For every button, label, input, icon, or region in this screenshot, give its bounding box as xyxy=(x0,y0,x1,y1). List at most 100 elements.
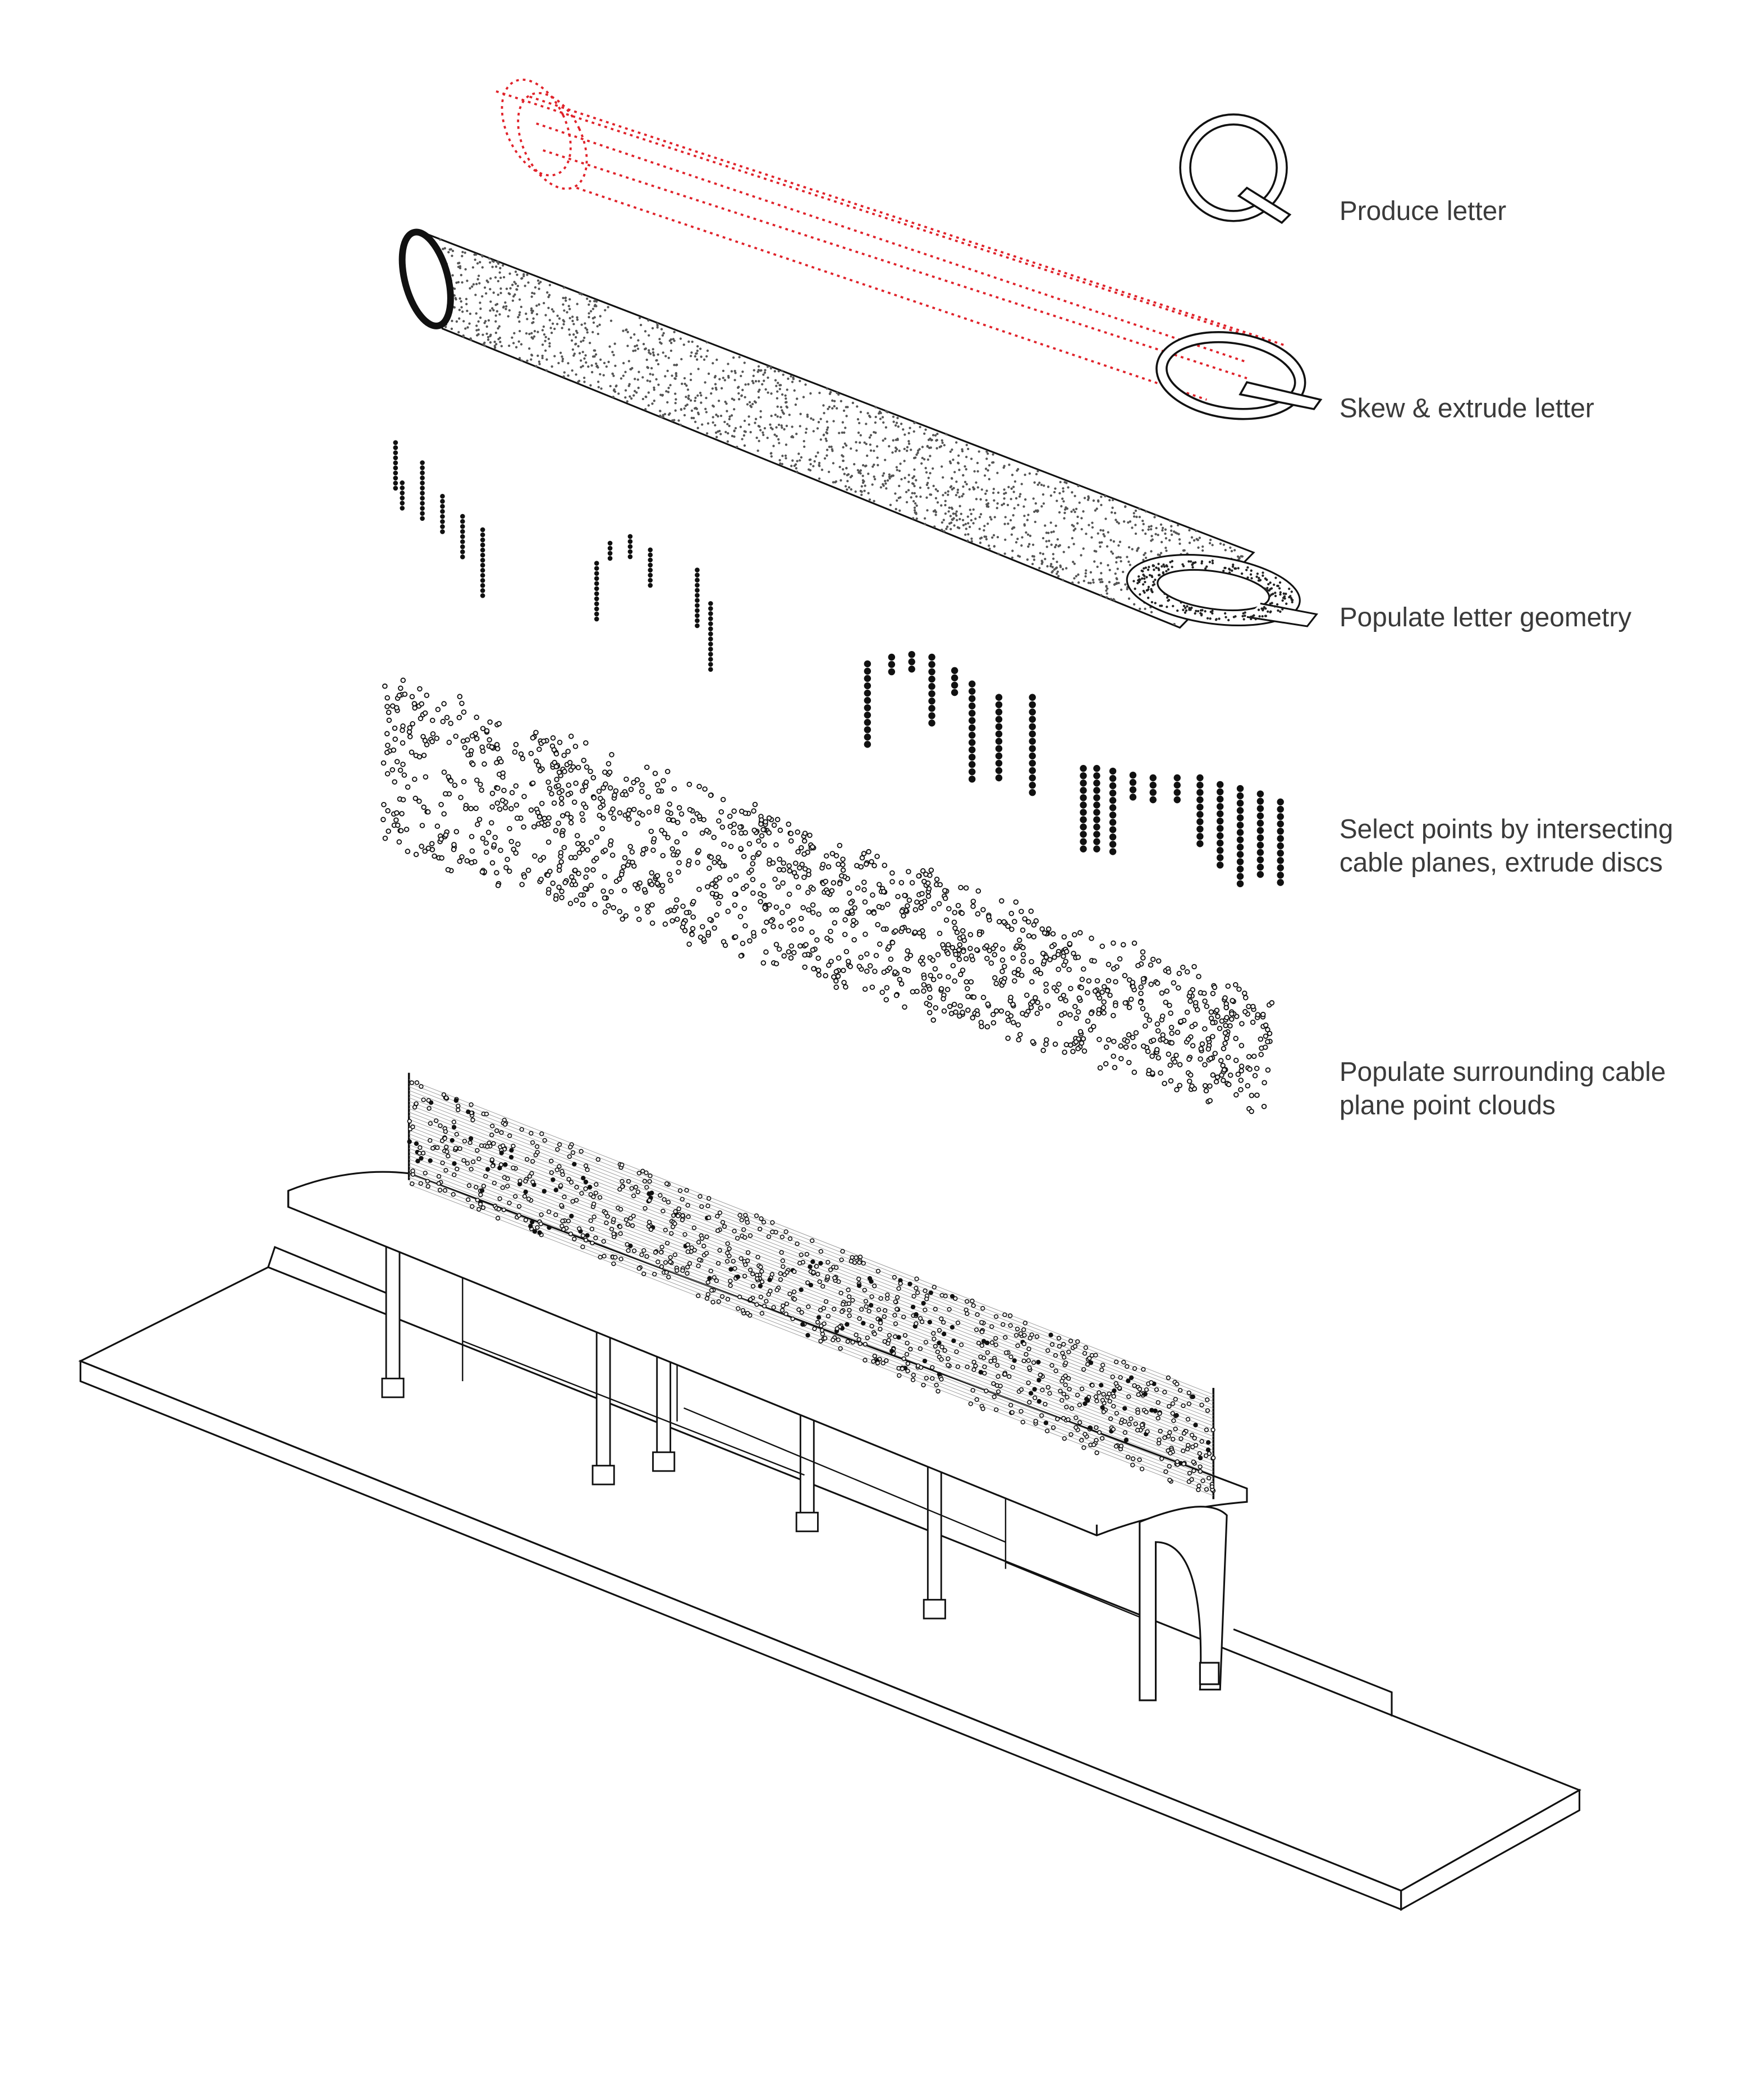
cloud-point xyxy=(400,762,406,767)
disc-point xyxy=(951,674,958,682)
cable-point xyxy=(555,1147,560,1152)
stipple-dot xyxy=(923,517,926,520)
cloud-point xyxy=(1101,1010,1107,1016)
stipple-dot xyxy=(1114,583,1117,585)
stipple-dot xyxy=(964,480,967,484)
stipple-dot xyxy=(1242,612,1245,615)
stipple-dot xyxy=(1231,565,1235,568)
cloud-point xyxy=(952,910,958,915)
cloud-point xyxy=(551,747,557,753)
stipple-dot xyxy=(1139,607,1141,611)
stipple-dot xyxy=(1240,572,1244,575)
cloud-point xyxy=(802,952,808,958)
stipple-dot xyxy=(670,341,673,345)
cloud-point xyxy=(893,928,898,934)
stipple-dot xyxy=(1170,529,1173,532)
stipple-dot xyxy=(717,430,719,433)
stipple-dot xyxy=(776,405,779,408)
cable-point xyxy=(921,1300,926,1306)
stipple-dot xyxy=(475,253,478,256)
cloud-point xyxy=(662,831,668,837)
stipple-dot xyxy=(1098,541,1101,544)
stipple-dot xyxy=(858,421,861,425)
stipple-dot xyxy=(563,320,566,323)
cable-point xyxy=(901,1356,906,1361)
stipple-dot xyxy=(985,489,988,492)
cloud-point xyxy=(866,849,871,855)
stipple-dot xyxy=(461,255,464,258)
stipple-dot xyxy=(758,439,760,442)
disc-point xyxy=(627,534,633,539)
stipple-dot xyxy=(759,410,762,412)
cable-point xyxy=(414,1101,419,1106)
cable-point xyxy=(1181,1430,1187,1436)
cloud-point xyxy=(926,1010,933,1016)
stipple-dot xyxy=(1091,521,1094,524)
disc-point xyxy=(1109,789,1117,797)
cloud-point xyxy=(1143,1023,1148,1029)
cable-point xyxy=(964,1307,969,1313)
cable-point xyxy=(871,1283,877,1289)
cloud-point xyxy=(636,916,642,923)
cloud-point xyxy=(1210,1020,1215,1026)
cable-point xyxy=(539,1131,544,1136)
stipple-dot xyxy=(566,311,568,314)
cable-point xyxy=(930,1376,935,1381)
cloud-point xyxy=(420,733,426,740)
stipple-dot xyxy=(753,369,755,372)
stipple-dot xyxy=(1054,545,1057,549)
stipple-dot xyxy=(978,528,981,530)
cable-point xyxy=(646,1219,652,1225)
stipple-dot xyxy=(926,458,929,461)
cloud-point xyxy=(680,904,686,909)
disc-point xyxy=(1109,841,1117,848)
cloud-point xyxy=(380,760,387,766)
cable-point xyxy=(1205,1408,1210,1413)
stipple-dot xyxy=(825,448,829,451)
stipple-dot xyxy=(1118,540,1122,543)
cloud-point xyxy=(444,714,450,721)
cloud-point xyxy=(993,942,999,948)
cable-point xyxy=(570,1150,576,1156)
cloud-point xyxy=(464,858,470,864)
cloud-point xyxy=(965,993,971,999)
stipple-dot xyxy=(520,305,522,309)
disc-point xyxy=(995,752,1003,760)
stipple-dot xyxy=(925,496,928,499)
disc-point xyxy=(968,739,976,746)
stipple-dot xyxy=(680,357,683,361)
cloud-point xyxy=(660,852,666,859)
stipple-dot xyxy=(1171,560,1174,563)
cloud-point xyxy=(1254,1092,1260,1098)
cloud-point xyxy=(496,721,502,727)
cable-point xyxy=(1028,1336,1033,1341)
disc-point xyxy=(995,716,1003,723)
cloud-point xyxy=(718,809,724,815)
stipple-dot xyxy=(846,488,848,491)
stipple-dot xyxy=(1154,578,1157,581)
cloud-point xyxy=(676,869,681,875)
cable-point xyxy=(1008,1402,1013,1407)
stipple-dot xyxy=(1058,511,1061,514)
cloud-point xyxy=(592,901,598,907)
cloud-point xyxy=(1189,1083,1195,1089)
cloud-point xyxy=(1043,988,1049,994)
cloud-point xyxy=(1140,1006,1146,1012)
stipple-dot xyxy=(530,295,533,298)
cable-point xyxy=(838,1346,843,1351)
stipple-dot xyxy=(667,413,671,416)
disc-point xyxy=(1216,810,1224,818)
stipple-dot xyxy=(1053,568,1056,571)
cloud-point xyxy=(1155,1055,1162,1061)
cloud-point xyxy=(1186,1056,1192,1062)
cloud-point xyxy=(708,792,714,798)
stipple-dot xyxy=(612,389,616,392)
stipple-dot xyxy=(1056,570,1059,573)
disc-point xyxy=(708,641,713,646)
stipple-dot xyxy=(754,421,756,424)
stipple-dot xyxy=(591,331,594,334)
disc-point xyxy=(1236,851,1244,858)
stipple-dot xyxy=(730,370,733,373)
disc-point xyxy=(1029,708,1036,716)
stipple-dot xyxy=(611,372,614,375)
